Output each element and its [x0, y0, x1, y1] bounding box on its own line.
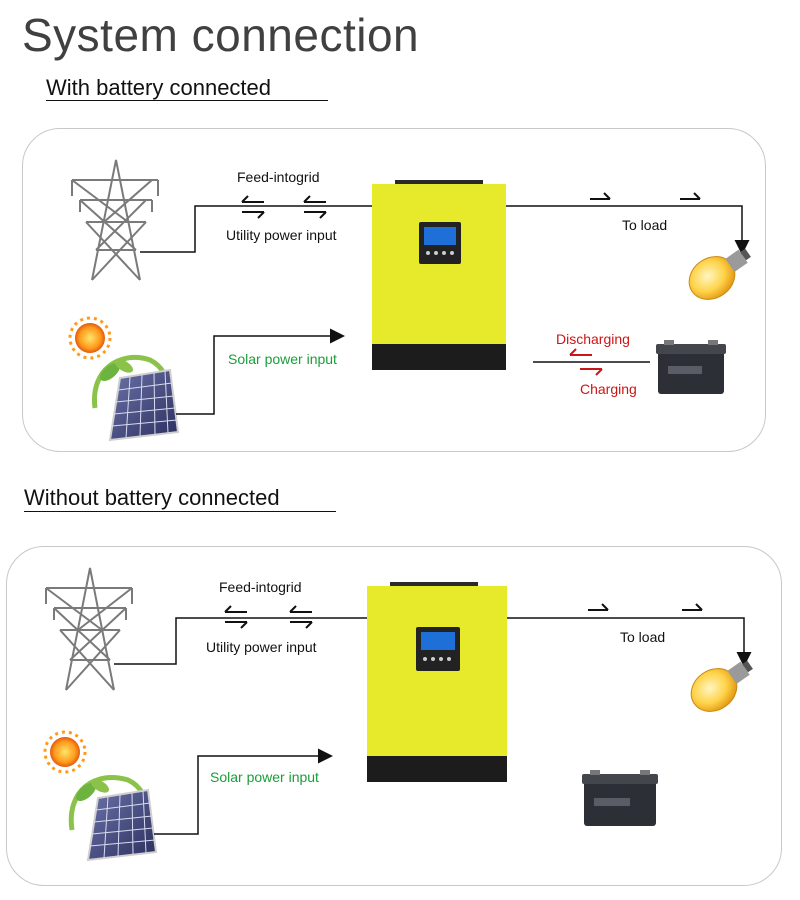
feed-into-grid-label: Feed-intogrid: [219, 579, 302, 595]
grid-wire: [140, 205, 372, 253]
bidirectional-flow-arrows: [224, 605, 313, 629]
solar-panel-icon: [68, 774, 158, 862]
charging-arrow: [580, 368, 603, 376]
battery-icon: [582, 770, 658, 826]
solar-power-input-label: Solar power input: [228, 351, 337, 367]
feed-into-grid-label: Feed-intogrid: [237, 169, 320, 185]
solar-panel-icon: [91, 354, 180, 442]
heading-underline: [46, 100, 328, 101]
discharging-label: Discharging: [556, 331, 630, 347]
section-heading-without-battery: Without battery connected: [24, 485, 336, 512]
page-title: System connection: [22, 9, 420, 61]
utility-power-input-label: Utility power input: [206, 639, 317, 655]
section-heading-with-battery: With battery connected: [46, 75, 328, 101]
section-heading-text: Without battery connected: [24, 485, 280, 510]
sun-icon: [68, 316, 112, 360]
inverter-icon: [372, 180, 506, 370]
section-heading-text: With battery connected: [46, 75, 272, 100]
bidirectional-flow-arrows: [241, 195, 327, 219]
light-bulb-icon: [688, 248, 751, 300]
inverter-icon: [367, 582, 507, 782]
load-flow-arrows: [588, 603, 703, 611]
to-load-label: To load: [620, 629, 666, 645]
load-flow-arrows: [590, 192, 701, 200]
sun-icon: [43, 730, 87, 774]
utility-power-input-label: Utility power input: [226, 227, 337, 243]
power-pylon-icon: [45, 567, 133, 691]
solar-wire: [154, 748, 333, 835]
to-load-label: To load: [622, 217, 668, 233]
load-wire: [506, 205, 750, 255]
solar-wire: [176, 328, 345, 415]
load-wire: [507, 617, 752, 667]
heading-underline: [24, 511, 336, 512]
battery-icon: [656, 340, 726, 394]
grid-wire: [114, 617, 367, 665]
discharging-arrow: [569, 348, 592, 356]
light-bulb-icon: [690, 660, 753, 712]
power-pylon-icon: [71, 159, 159, 281]
solar-power-input-label: Solar power input: [210, 769, 319, 785]
charging-label: Charging: [580, 381, 637, 397]
